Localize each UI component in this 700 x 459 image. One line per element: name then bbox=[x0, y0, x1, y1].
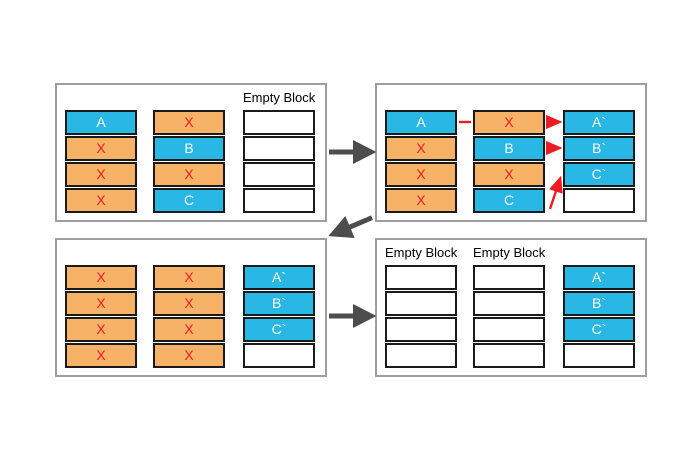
page-cell-valid: A` bbox=[243, 265, 315, 290]
page-cell-invalid: X bbox=[385, 188, 457, 213]
block-column-3: A`B`C` bbox=[563, 88, 635, 214]
copy-arrow-c-icon bbox=[548, 175, 563, 210]
empty-block-label: Empty Block bbox=[473, 245, 546, 260]
block-label-spacer bbox=[385, 88, 457, 108]
page-cell-invalid: X bbox=[153, 317, 225, 342]
page-cell-empty bbox=[385, 291, 457, 316]
page-cell-empty bbox=[243, 136, 315, 161]
block-column-3: A`B`C` bbox=[243, 243, 315, 369]
block-label-spacer bbox=[65, 88, 137, 108]
page-cell-valid: B bbox=[473, 136, 545, 161]
page-cell-empty bbox=[243, 188, 315, 213]
page-cell-empty bbox=[385, 343, 457, 368]
page-cell-empty bbox=[473, 343, 545, 368]
page-cell-valid: C` bbox=[563, 317, 635, 342]
page-cell-valid: B` bbox=[563, 136, 635, 161]
block-label-spacer bbox=[473, 88, 545, 108]
block-label-spacer bbox=[563, 88, 635, 108]
page-cell-invalid: X bbox=[65, 162, 137, 187]
page-cell-invalid: X bbox=[65, 136, 137, 161]
page-cell-valid: A` bbox=[563, 110, 635, 135]
page-cell-invalid: X bbox=[65, 265, 137, 290]
page-cell-empty bbox=[473, 317, 545, 342]
block-column-1: Empty Block bbox=[385, 243, 457, 369]
page-cell-invalid: X bbox=[65, 343, 137, 368]
empty-block-label: Empty Block bbox=[243, 90, 316, 105]
page-cell-valid: C bbox=[473, 188, 545, 213]
empty-block-label: Empty Block bbox=[385, 245, 458, 260]
block-label-spacer bbox=[243, 243, 315, 263]
block-column-3: A`B`C` bbox=[563, 243, 635, 369]
block-label-spacer bbox=[65, 243, 137, 263]
page-cell-invalid: X bbox=[65, 291, 137, 316]
page-cell-valid: B` bbox=[243, 291, 315, 316]
page-cell-valid: C bbox=[153, 188, 225, 213]
page-cell-empty bbox=[243, 343, 315, 368]
page-cell-empty bbox=[563, 188, 635, 213]
page-cell-valid: C` bbox=[563, 162, 635, 187]
page-cell-invalid: X bbox=[153, 162, 225, 187]
page-cell-invalid: X bbox=[65, 317, 137, 342]
block-label-spacer bbox=[563, 243, 635, 263]
block-label-spacer bbox=[153, 243, 225, 263]
page-cell-valid: A` bbox=[563, 265, 635, 290]
page-cell-invalid: X bbox=[153, 343, 225, 368]
page-cell-valid: C` bbox=[243, 317, 315, 342]
page-cell-valid: B` bbox=[563, 291, 635, 316]
page-cell-valid: B bbox=[153, 136, 225, 161]
page-cell-empty bbox=[243, 162, 315, 187]
block-column-2: Empty Block bbox=[473, 243, 545, 369]
flow-arrow-down-left-icon bbox=[328, 215, 374, 239]
flow-arrow-right-icon bbox=[329, 304, 377, 328]
page-cell-invalid: X bbox=[473, 162, 545, 187]
page-cell-invalid: X bbox=[65, 188, 137, 213]
page-cell-invalid: X bbox=[153, 291, 225, 316]
page-cell-valid: A bbox=[385, 110, 457, 135]
page-cell-invalid: X bbox=[473, 110, 545, 135]
page-cell-empty bbox=[385, 265, 457, 290]
page-cell-empty bbox=[473, 265, 545, 290]
page-cell-invalid: X bbox=[385, 162, 457, 187]
page-cell-empty bbox=[243, 110, 315, 135]
page-cell-empty bbox=[385, 317, 457, 342]
page-cell-invalid: X bbox=[153, 265, 225, 290]
page-cell-empty bbox=[563, 343, 635, 368]
page-cell-valid: A bbox=[65, 110, 137, 135]
flow-arrow-right-icon bbox=[329, 140, 377, 164]
page-cell-invalid: X bbox=[385, 136, 457, 161]
block-column-3: Empty Block bbox=[243, 88, 315, 214]
page-cell-invalid: X bbox=[153, 110, 225, 135]
page-cell-empty bbox=[473, 291, 545, 316]
block-label-spacer bbox=[153, 88, 225, 108]
